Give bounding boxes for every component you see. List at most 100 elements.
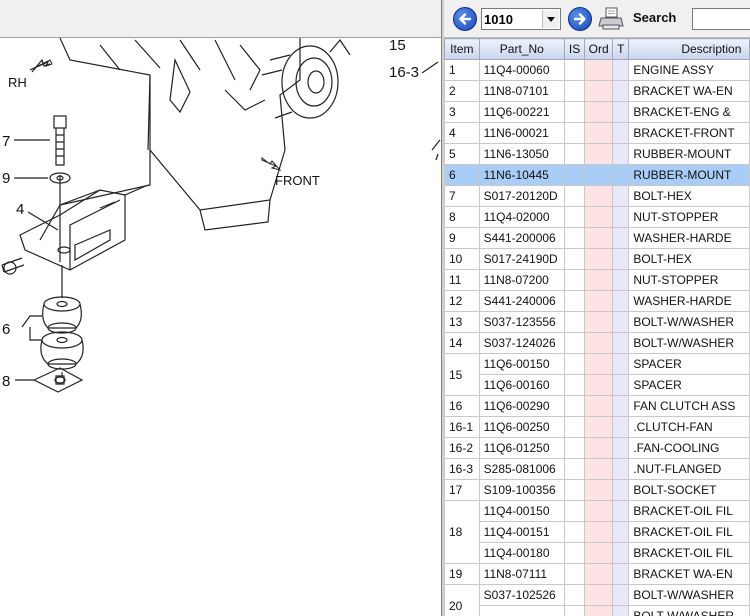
cell-part-no: 11Q4-02000 [478,206,565,228]
cell-ord [584,332,614,354]
exploded-parts-diagram[interactable]: 15 16-3 7 9 4 6 8 RH FRONT [0,38,441,616]
cell-t [612,374,630,396]
column-header-ord[interactable]: Ord [584,38,614,60]
chevron-down-icon[interactable] [542,10,559,28]
cell-item: 15 [444,353,480,396]
cell-part-no: 11N6-13050 [478,143,565,165]
table-row[interactable]: 11Q4-00151 BRACKET-OIL FIL [445,521,750,543]
column-header-item[interactable]: Item [444,38,480,60]
cell-t [612,269,630,291]
parts-diagram-pane[interactable]: 15 16-3 7 9 4 6 8 RH FRONT [0,0,441,616]
cell-description: .FAN-COOLING [628,437,750,459]
cell-part-no: 11Q4-00151 [478,521,565,543]
cell-ord [584,395,614,417]
cell-item: 16-1 [444,416,480,438]
cell-ord [584,584,614,606]
callout-7[interactable]: 7 [2,133,10,150]
cell-t [612,59,630,81]
column-header-t[interactable]: T [612,38,630,60]
search-input[interactable] [692,8,750,30]
cell-item: 20 [444,584,480,616]
cell-is [563,143,586,165]
cell-item: 14 [444,332,480,354]
table-row[interactable]: BOLT-W/WASHER [445,605,750,616]
cell-item: 16-2 [444,437,480,459]
cell-description: BOLT-SOCKET [628,479,750,501]
page-select[interactable] [481,8,561,30]
cell-part-no: S037-123556 [478,311,565,333]
cell-part-no: 11Q6-01250 [478,437,565,459]
cell-is [563,248,586,270]
callout-15[interactable]: 15 [389,38,406,54]
pane-splitter[interactable] [441,0,444,616]
callout-16-3[interactable]: 16-3 [389,64,419,81]
cell-t [612,206,630,228]
cell-description: BOLT-W/WASHER [628,605,750,616]
cell-description: BRACKET WA-EN [628,80,750,102]
cell-t [612,563,630,585]
cell-t [612,437,630,459]
cell-part-no: S017-20120D [478,185,565,207]
cell-is [563,605,586,616]
page-number-input[interactable] [484,11,540,27]
cell-part-no: 11Q4-00180 [478,542,565,564]
callout-9[interactable]: 9 [2,170,10,187]
cell-ord [584,122,614,144]
cell-part-no: 11N8-07200 [478,269,565,291]
cell-item: 17 [444,479,480,501]
cell-item: 4 [444,122,480,144]
callout-8[interactable]: 8 [2,373,10,390]
cell-ord [584,458,614,480]
cell-ord [584,437,614,459]
cell-t [612,542,630,564]
callout-4[interactable]: 4 [16,201,24,218]
column-header-is[interactable]: IS [563,38,586,60]
cell-description: BOLT-W/WASHER [628,584,750,606]
cell-t [612,80,630,102]
cell-t [612,605,630,616]
cell-t [612,521,630,543]
column-header-description[interactable]: Description [628,38,750,60]
cell-ord [584,206,614,228]
cell-part-no: 11N6-10445 [478,164,565,186]
column-header-part-no[interactable]: Part_No [478,38,565,60]
next-page-button[interactable] [568,7,592,31]
cell-item: 18 [444,500,480,564]
previous-page-button[interactable] [453,7,477,31]
callout-6[interactable]: 6 [2,321,10,338]
cell-ord [584,227,614,249]
cell-ord [584,521,614,543]
cell-description: BRACKET-OIL FIL [628,521,750,543]
cell-is [563,269,586,291]
cell-description: BOLT-W/WASHER [628,332,750,354]
cell-item: 5 [444,143,480,165]
cell-ord [584,101,614,123]
printer-icon[interactable] [598,6,624,32]
cell-ord [584,542,614,564]
